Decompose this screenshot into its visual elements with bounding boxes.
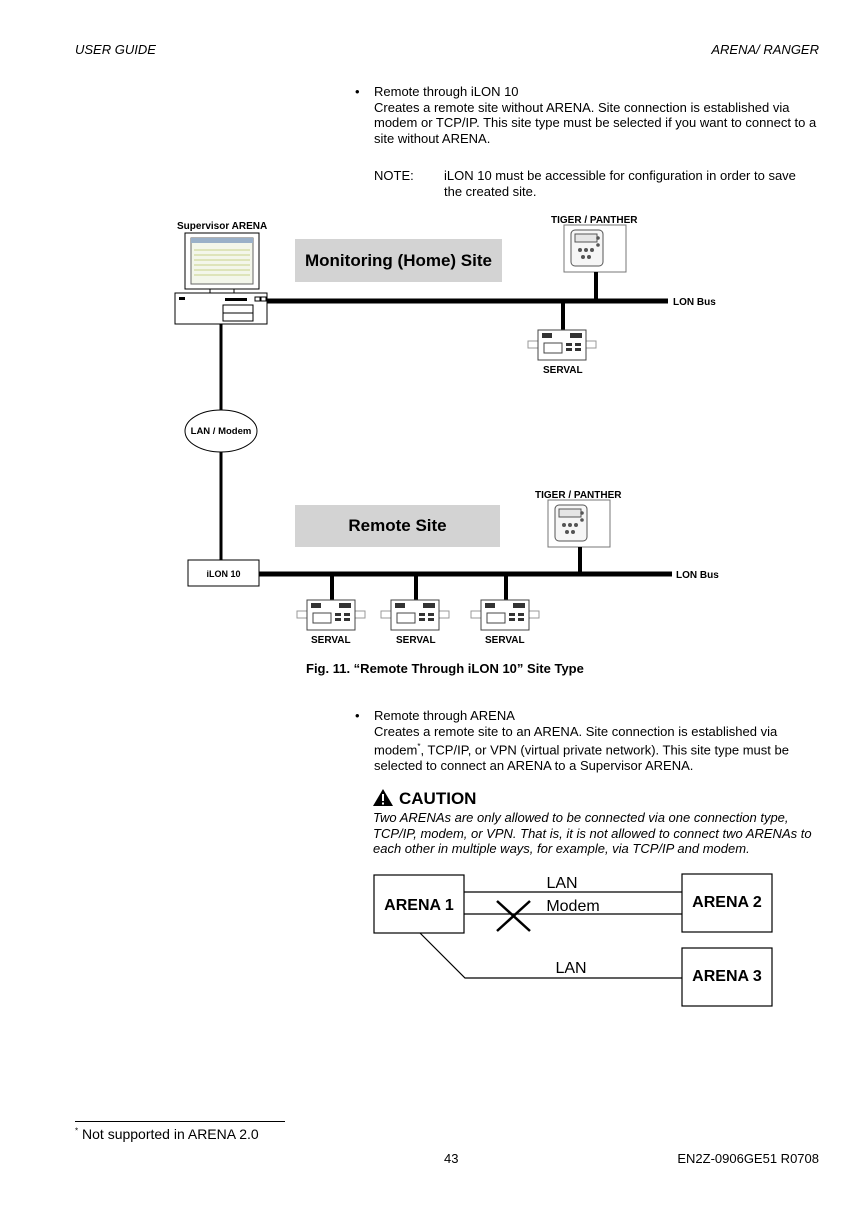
home-site-box	[295, 239, 502, 282]
serval-label-3: SERVAL	[485, 635, 525, 646]
home-site-label: Monitoring (Home) Site	[305, 251, 492, 270]
section2-line2: modem*, TCP/IP, or VPN (virtual private …	[374, 739, 820, 758]
section2-line2-b: , TCP/IP, or VPN (virtual private networ…	[420, 742, 789, 758]
supervisor-computer-icon	[174, 232, 268, 325]
serval-controller-icon	[296, 599, 366, 631]
section1-title: Remote through iLON 10	[374, 84, 519, 99]
figure-caption: Fig. 11. “Remote Through iLON 10” Site T…	[306, 661, 584, 676]
note-label: NOTE:	[374, 168, 414, 183]
serval-label-home: SERVAL	[543, 365, 583, 376]
ilon-label: iLON 10	[206, 569, 240, 579]
section1-description: Creates a remote site without ARENA. Sit…	[374, 99, 817, 146]
serval-controller-icon	[470, 599, 540, 631]
footnote-rule	[75, 1121, 285, 1122]
arena2-box	[681, 873, 773, 933]
document-id: EN2Z-0906GE51 R0708	[677, 1151, 819, 1166]
cross-mark-icon	[496, 900, 531, 932]
serval-label-2: SERVAL	[396, 635, 436, 646]
lon-bus-label-remote: LON Bus	[676, 570, 719, 581]
header-right: ARENA/ RANGER	[711, 42, 819, 57]
remote-site-box	[295, 505, 500, 547]
lan-modem-label: LAN / Modem	[191, 426, 252, 437]
note-text: iLON 10 must be accessible for configura…	[444, 168, 796, 199]
lan-link-line-arena3	[419, 932, 682, 979]
modem-label: Modem	[546, 898, 599, 915]
arena1-box	[373, 874, 465, 934]
network-diagram: Supervisor ARENA Monitoring (Home) Site …	[174, 215, 719, 646]
section2-text-block: Remote through ARENA Creates a remote si…	[374, 708, 820, 773]
serval-label-1: SERVAL	[311, 635, 351, 646]
caution-title: CAUTION	[399, 789, 477, 808]
section1-text-block: Remote through iLON 10 Creates a remote …	[374, 84, 820, 146]
header-left: USER GUIDE	[75, 42, 156, 57]
arena3-box	[681, 947, 773, 1007]
arena2-label: ARENA 2	[692, 894, 762, 911]
ilon-box	[187, 559, 260, 587]
warning-icon	[373, 789, 393, 806]
arena1-label: ARENA 1	[384, 897, 454, 914]
tiger-panther-controller-icon	[563, 224, 627, 273]
footnote-text: Not supported in ARENA 2.0	[82, 1126, 259, 1142]
footnote-reference: *	[417, 742, 421, 751]
footnote: * Not supported in ARENA 2.0	[75, 1126, 259, 1142]
section2-line3: selected to connect an ARENA to a Superv…	[374, 757, 694, 773]
lon-bus-label-home: LON Bus	[673, 297, 716, 308]
bullet: •	[355, 708, 360, 723]
section2-line1: Creates a remote site to an ARENA. Site …	[374, 723, 778, 739]
section2-line2-a: modem	[374, 742, 418, 758]
page-number: 43	[444, 1151, 459, 1166]
section2-title: Remote through ARENA	[374, 708, 515, 723]
supervisor-label: Supervisor ARENA	[177, 221, 267, 232]
tiger-label-home: TIGER / PANTHER	[551, 215, 638, 226]
caution-text: Two ARENAs are only allowed to be connec…	[373, 810, 812, 856]
lan-top-label: LAN	[546, 875, 577, 892]
tiger-label-remote: TIGER / PANTHER	[535, 490, 622, 501]
serval-controller-icon	[380, 599, 450, 631]
arena-connection-diagram: ARENA 1 ARENA 2 ARENA 3 LAN Modem LAN	[373, 873, 773, 1007]
serval-controller-icon	[527, 329, 597, 361]
lan-bottom-label: LAN	[555, 960, 586, 977]
arena3-label: ARENA 3	[692, 968, 762, 985]
footnote-marker: *	[75, 1126, 79, 1136]
remote-site-label: Remote Site	[348, 516, 446, 535]
tiger-panther-controller-icon	[547, 499, 611, 548]
bullet: •	[355, 84, 360, 99]
